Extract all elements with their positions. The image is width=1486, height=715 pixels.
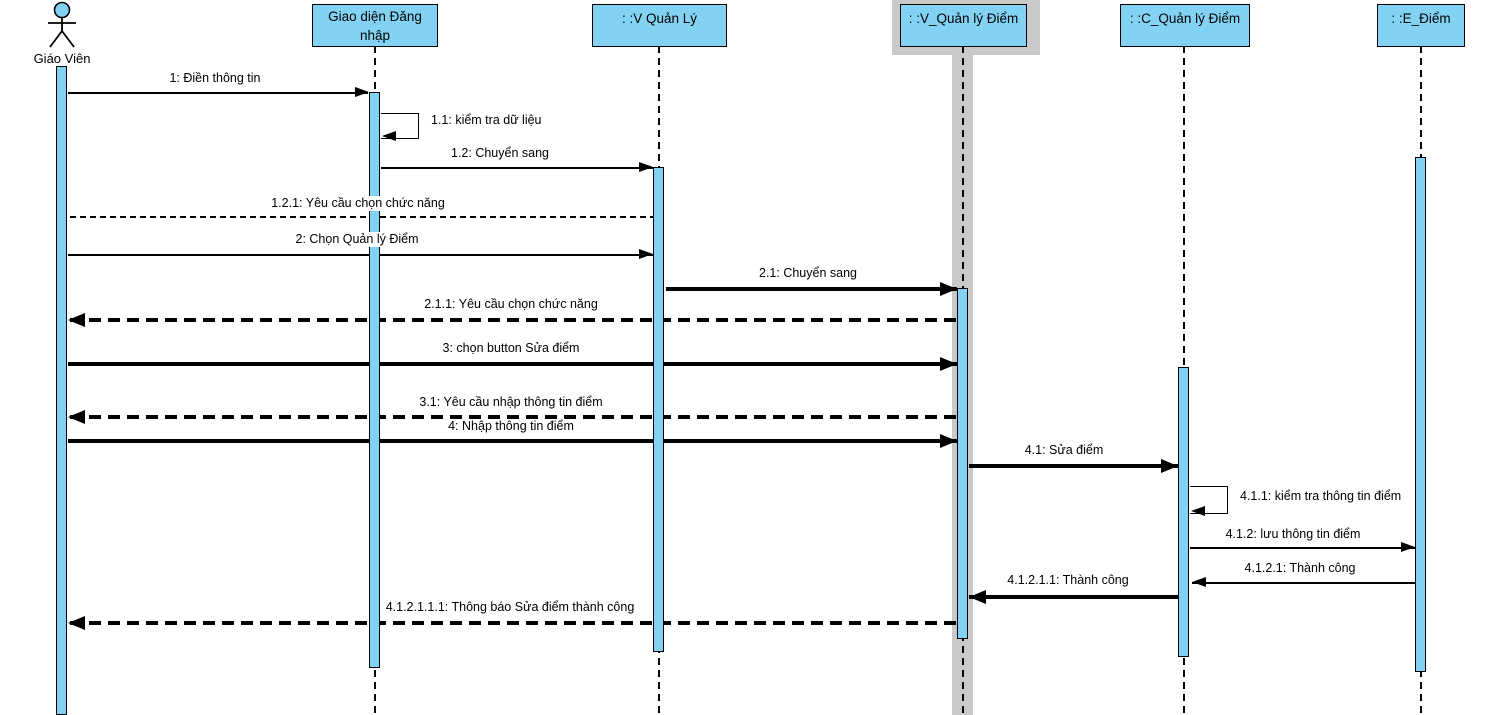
arrowhead-2 <box>639 249 653 259</box>
message-label-1-1[interactable]: 1.1: kiểm tra dữ liệu <box>428 113 545 128</box>
message-label-2-1-1[interactable]: 2.1.1: Yêu cầu chọn chức năng <box>421 297 601 312</box>
arrowhead-4-1-2 <box>1401 542 1415 552</box>
message-line-3-1[interactable] <box>70 415 957 419</box>
message-label-3[interactable]: 3: chọn button Sửa điểm <box>439 341 583 356</box>
message-label-1-2[interactable]: 1.2: Chuyển sang <box>448 146 552 161</box>
activation-bar-c-quan-ly-diem[interactable] <box>1178 367 1189 657</box>
activation-bar-v-quan-ly-diem[interactable] <box>957 288 968 639</box>
arrowhead-1-2 <box>639 162 653 172</box>
message-line-2-1[interactable] <box>666 287 957 291</box>
message-line-2[interactable] <box>68 254 653 256</box>
message-label-3-1[interactable]: 3.1: Yêu cầu nhập thông tin điểm <box>416 395 606 410</box>
message-line-4-1-2[interactable] <box>1190 547 1415 549</box>
arrowhead-4-1-2-1-1 <box>969 590 986 604</box>
lifeline-box-e-diem[interactable]: : :E_Điểm <box>1377 4 1465 47</box>
message-label-4[interactable]: 4: Nhập thông tin điểm <box>445 419 577 434</box>
message-line-3[interactable] <box>68 362 957 366</box>
actor-name-label: Giáo Viên <box>33 51 91 66</box>
message-label-2-1[interactable]: 2.1: Chuyển sang <box>756 266 860 281</box>
message-line-4[interactable] <box>68 439 957 443</box>
message-line-2-1-1[interactable] <box>70 318 957 322</box>
arrowhead-4-1-2-1 <box>1192 577 1206 587</box>
arrowhead-4 <box>940 434 957 448</box>
message-line-4-1-2-1-1-1[interactable] <box>70 621 957 625</box>
lifeline-box-login-view[interactable]: Giao diện Đăng nhập <box>312 4 438 47</box>
message-label-4-1[interactable]: 4.1: Sửa điểm <box>1021 443 1107 458</box>
lifeline-box-v-quan-ly[interactable]: : :V Quản Lý <box>592 4 727 47</box>
message-label-4-1-1[interactable]: 4.1.1: kiểm tra thông tin điểm <box>1237 489 1405 504</box>
activation-bar-e-diem[interactable] <box>1415 157 1426 672</box>
arrowhead-2-1 <box>940 282 957 296</box>
message-label-2[interactable]: 2: Chọn Quản lý Điểm <box>292 232 422 247</box>
arrowhead-4-1-2-1-1-1 <box>68 616 85 630</box>
lifeline-box-v-quan-ly-diem[interactable]: : :V_Quản lý Điểm <box>900 4 1027 47</box>
arrowhead-1-1 <box>382 131 396 141</box>
activation-bar-v-quan-ly[interactable] <box>653 167 664 652</box>
arrowhead-4-1-1 <box>1191 506 1205 516</box>
message-line-1[interactable] <box>68 92 368 94</box>
message-line-1-2[interactable] <box>381 167 653 169</box>
activation-bar-actor[interactable] <box>56 66 67 715</box>
message-label-4-1-2-1-1[interactable]: 4.1.2.1.1: Thành công <box>1004 573 1132 588</box>
arrowhead-1 <box>355 87 369 97</box>
message-label-1-2-1[interactable]: 1.2.1: Yêu cầu chọn chức năng <box>268 196 448 211</box>
message-line-4-1[interactable] <box>969 464 1178 468</box>
arrowhead-3-1 <box>68 410 85 424</box>
arrowhead-2-1-1 <box>68 313 85 327</box>
activation-bar-login-view[interactable] <box>369 92 380 668</box>
message-label-4-1-2-1[interactable]: 4.1.2.1: Thành công <box>1241 561 1359 576</box>
message-line-4-1-2-1-1[interactable] <box>969 595 1178 599</box>
arrowhead-3 <box>940 357 957 371</box>
message-label-4-1-2-1-1-1[interactable]: 4.1.2.1.1.1: Thông báo Sửa điểm thành cô… <box>382 600 638 615</box>
arrowhead-4-1 <box>1161 459 1178 473</box>
message-label-1[interactable]: 1: Điền thông tin <box>166 71 264 86</box>
message-line-1-2-1[interactable] <box>70 216 653 218</box>
lifeline-box-c-quan-ly-diem[interactable]: : :C_Quản lý Điểm <box>1120 4 1250 47</box>
message-self-4-1-1[interactable] <box>1190 486 1228 514</box>
message-self-1-1[interactable] <box>381 113 419 139</box>
message-label-4-1-2[interactable]: 4.1.2: lưu thông tin điểm <box>1222 527 1364 542</box>
message-line-4-1-2-1[interactable] <box>1192 582 1415 584</box>
actor-figure[interactable] <box>40 0 85 50</box>
